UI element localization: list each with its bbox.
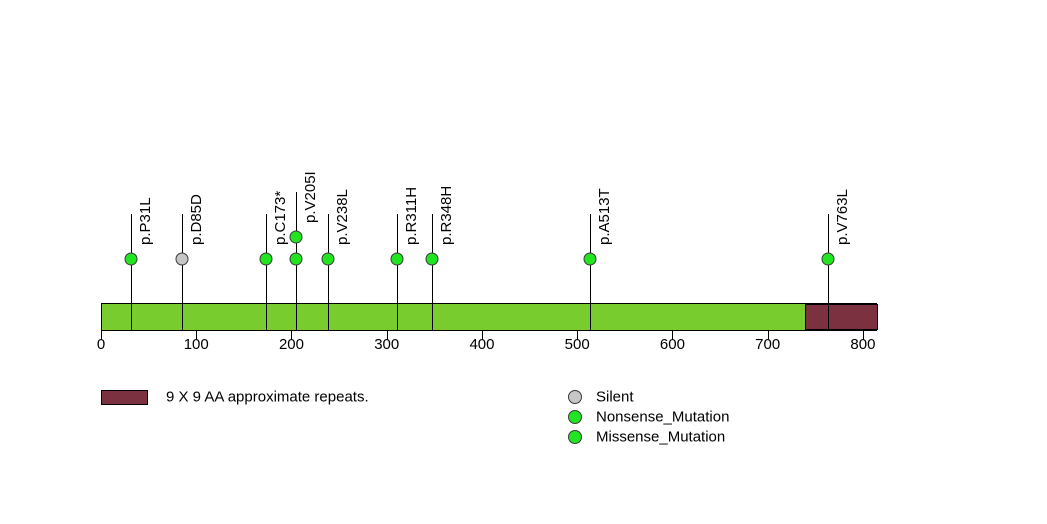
mutation-label: p.D85D <box>187 194 205 245</box>
mutation-label: p.C173* <box>271 190 289 245</box>
lollipop-stem <box>397 214 399 331</box>
protein-domain-region[interactable] <box>804 304 879 330</box>
mutation-legend-dot <box>568 430 582 444</box>
mutation-label: p.R311H <box>403 186 421 245</box>
mutation-label: p.R348H <box>438 185 456 245</box>
axis-tick-label: 0 <box>96 336 106 353</box>
domain-legend-swatch <box>101 390 148 405</box>
axis-tick <box>672 331 674 340</box>
mutation-marker[interactable] <box>259 252 273 266</box>
mutation-legend-dot <box>568 410 582 424</box>
backbone-bar <box>101 303 879 331</box>
axis-tick <box>481 331 483 340</box>
mutation-marker[interactable] <box>289 230 303 244</box>
lollipop-stem <box>589 214 591 331</box>
lollipop-stem <box>432 214 434 331</box>
axis-tick-label: 600 <box>659 336 685 353</box>
axis-tick-label: 100 <box>183 336 209 353</box>
axis-tick-label: 800 <box>850 336 876 353</box>
mutation-marker[interactable] <box>321 252 335 266</box>
axis-tick-label: 200 <box>278 336 304 353</box>
mutation-label: p.V205I <box>302 171 320 223</box>
mutation-legend-dot <box>568 390 582 404</box>
axis-tick-label: 300 <box>374 336 400 353</box>
mutation-marker[interactable] <box>175 252 189 266</box>
mutation-legend-label: Silent <box>596 388 634 406</box>
axis-tick-label: 500 <box>564 336 590 353</box>
axis-tick <box>767 331 769 340</box>
axis-tick <box>577 331 579 340</box>
axis-tick-label: 400 <box>469 336 495 353</box>
mutation-label: p.P31L <box>136 197 154 245</box>
axis-tick <box>101 331 102 340</box>
mutation-marker[interactable] <box>425 252 439 266</box>
mutation-marker[interactable] <box>583 252 597 266</box>
axis-tick <box>196 331 198 340</box>
axis-tick <box>862 331 864 340</box>
mutation-marker[interactable] <box>124 252 138 266</box>
mutation-legend-label: Nonsense_Mutation <box>596 408 730 426</box>
domain-legend-label: 9 X 9 AA approximate repeats. <box>166 388 369 406</box>
axis-tick <box>291 331 293 340</box>
mutation-label: p.V238L <box>333 189 351 245</box>
mutation-marker[interactable] <box>289 252 303 266</box>
mutation-label: p.V763L <box>833 189 851 245</box>
mutation-marker[interactable] <box>390 252 404 266</box>
mutation-legend-label: Missense_Mutation <box>596 428 726 446</box>
mutation-marker[interactable] <box>821 252 835 266</box>
axis-tick-label: 700 <box>755 336 781 353</box>
lollipop-stem <box>265 214 267 331</box>
mutation-label: p.A513T <box>595 188 613 245</box>
lollipop-stem <box>181 214 183 331</box>
lollipop-stem <box>827 214 829 331</box>
lollipop-stem <box>327 214 329 331</box>
lollipop-stem <box>130 214 132 331</box>
axis-tick <box>386 331 388 340</box>
